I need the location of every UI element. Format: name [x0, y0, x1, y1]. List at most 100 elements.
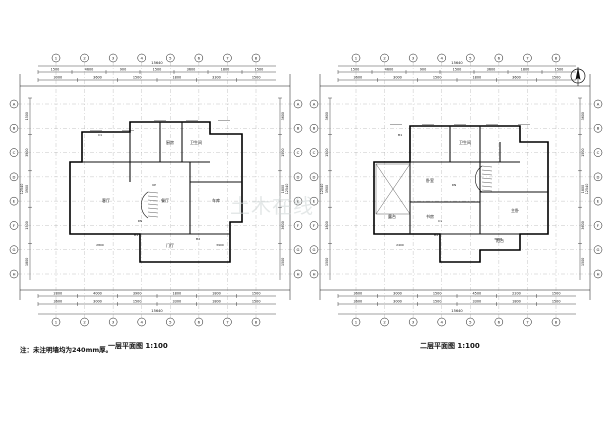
axis-label: 4	[441, 319, 444, 324]
axis-label: 5	[169, 55, 172, 60]
stair-tread	[481, 181, 493, 184]
dimension-label: 3600	[354, 300, 363, 304]
stair-tread	[147, 199, 159, 202]
dimension-label: 1800	[173, 76, 182, 80]
dimension-label: 1800	[473, 76, 482, 80]
dimension-label: 3600	[93, 76, 102, 80]
axis-label: C	[313, 150, 316, 155]
axis-label: F	[297, 223, 299, 228]
stair-tread	[147, 215, 159, 218]
dimension-label: 1500	[281, 258, 285, 266]
axis-label: C	[297, 150, 300, 155]
stair-tread	[481, 169, 493, 172]
dimension-label: 1800	[173, 292, 182, 296]
room-label: 厨房	[166, 139, 174, 145]
stair	[141, 191, 149, 219]
dimension-label: 3000	[393, 300, 402, 304]
dimension-label: 900	[420, 68, 426, 72]
dimension-label: 1500	[51, 68, 60, 72]
exterior-wall	[373, 125, 549, 263]
axis-label: B	[313, 126, 316, 131]
stair-tread	[481, 177, 493, 180]
dimension-label: 1500	[252, 300, 261, 304]
axis-label: 8	[555, 55, 558, 60]
stair-tread	[481, 185, 493, 188]
dimension-label: 1500	[552, 300, 561, 304]
dimension-label: 1500	[552, 292, 561, 296]
axis-label: E	[597, 199, 600, 204]
annotation-label: DN	[452, 183, 457, 187]
room-label: 阳台	[496, 237, 504, 243]
axis-label: E	[297, 199, 300, 204]
axis-label: G	[313, 247, 316, 252]
north-arrow-icon	[570, 67, 586, 86]
axis-label: E	[313, 199, 316, 204]
axis-label: D	[313, 174, 316, 179]
annotation-label: UP	[152, 183, 156, 187]
dimension-label: 4600	[385, 68, 394, 72]
axis-label: 1	[55, 55, 58, 60]
axis-label: 2	[383, 55, 386, 60]
axis-label: E	[13, 199, 16, 204]
stair-tread	[147, 211, 159, 214]
axis-label: 3	[112, 55, 115, 60]
stair-tread	[147, 207, 159, 210]
dimension-label: 1800	[212, 292, 221, 296]
dimension-label: 3600	[325, 112, 329, 120]
dimension-label: 4500	[473, 292, 482, 296]
axis-label: A	[297, 101, 300, 106]
axis-bubble	[593, 245, 603, 254]
axis-label: G	[13, 247, 16, 252]
axis-label: 2	[83, 319, 86, 324]
dimension-label: 3900	[25, 185, 29, 193]
dimension-label: 3600	[187, 68, 196, 72]
stair	[475, 165, 483, 193]
axis-label: 2	[383, 319, 386, 324]
axis-label: 1	[355, 55, 358, 60]
dimension-label: 1500	[133, 76, 142, 80]
annotation-label: 3900	[216, 243, 224, 247]
floor1-caption: 一层平面图 1:100	[108, 342, 168, 350]
axis-label: A	[313, 101, 316, 106]
axis-bubble	[593, 124, 603, 133]
axis-label: B	[297, 126, 300, 131]
axis-label: 8	[255, 55, 258, 60]
annotation-label: M1	[398, 133, 403, 137]
dimension-label: 1500	[133, 300, 142, 304]
axis-label: 7	[526, 55, 529, 60]
dimension-label: 1800	[281, 185, 285, 193]
axis-bubble	[293, 148, 303, 157]
dimension-label: 3000	[393, 76, 402, 80]
dimension-label: 1500	[433, 300, 442, 304]
stair-tread	[481, 165, 493, 168]
axis-bubble	[593, 221, 603, 230]
annotation-label: 2800	[96, 243, 104, 247]
dimension-label: 3300	[173, 300, 182, 304]
dimension-total-label: 12540	[285, 184, 289, 195]
dimension-label: 3600	[281, 112, 285, 120]
axis-bubble	[593, 99, 603, 109]
axis-bubble	[293, 269, 303, 279]
axis-label: 7	[226, 319, 229, 324]
dimension-total-label: 15640	[451, 61, 463, 65]
axis-label: D	[13, 174, 16, 179]
axis-label: 5	[469, 319, 472, 324]
dimension-label: 3000	[393, 292, 402, 296]
axis-bubble	[593, 172, 603, 182]
axis-label: H	[313, 271, 316, 276]
axis-label: 6	[498, 319, 501, 324]
dimension-label: 1500	[552, 76, 561, 80]
dimension-label: 1500	[433, 76, 442, 80]
dimension-label: 3600	[54, 300, 63, 304]
annotation-label: 3600	[494, 237, 502, 241]
axis-label: H	[13, 271, 16, 276]
annotation-label: M2	[196, 237, 201, 241]
axis-label: F	[313, 223, 315, 228]
dimension-label: 1500	[581, 258, 585, 266]
stair-tread	[147, 195, 159, 198]
room-label: 卧室	[426, 177, 434, 183]
axis-label: 1	[55, 319, 58, 324]
axis-label: 8	[555, 319, 558, 324]
stair-tread	[481, 189, 493, 192]
